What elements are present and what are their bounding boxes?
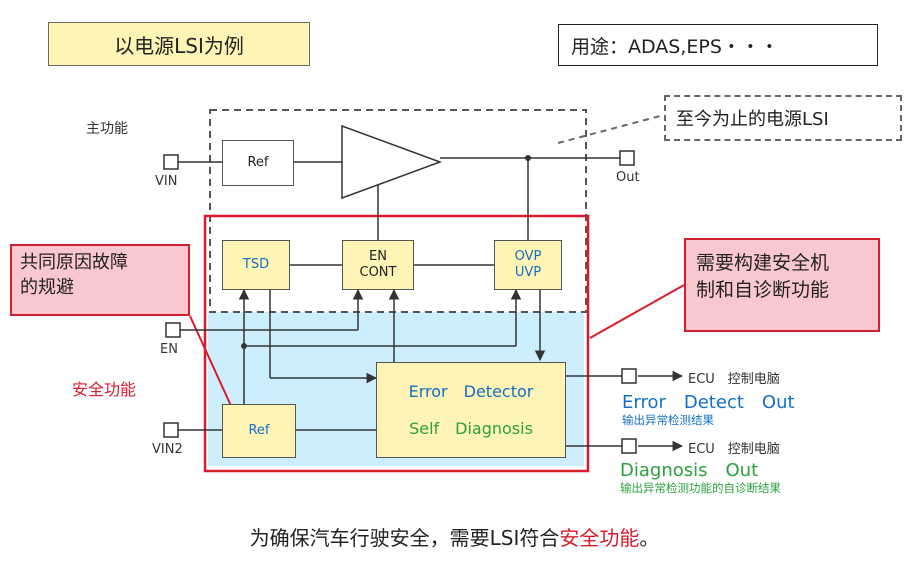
tsd-block: TSD <box>222 240 290 290</box>
ref-top-label: Ref <box>247 154 269 170</box>
vin-label: VIN <box>155 174 178 189</box>
en-cont-label-1: EN <box>369 248 387 264</box>
out-label: Out <box>616 170 640 185</box>
error-detect-out-desc: 输出异常检测结果 <box>622 413 714 427</box>
ovp-label: OVP <box>514 248 542 264</box>
vin2-label: VIN2 <box>152 442 183 457</box>
uvp-label: UVP <box>514 265 542 280</box>
need-line2: 制和自诊断功能 <box>696 278 830 301</box>
vin-pin <box>163 154 179 170</box>
en-cont-label-2: CONT <box>359 265 397 280</box>
current-lsi-leader <box>557 114 665 144</box>
out-pin <box>619 150 635 166</box>
ref-top-block: Ref <box>222 140 294 186</box>
cause-leader <box>189 315 233 409</box>
footer-statement: 为确保汽车行驶安全，需要LSI符合安全功能。 <box>0 522 909 551</box>
error-out-pin <box>621 368 637 384</box>
footer-suffix: 。 <box>639 526 660 550</box>
tsd-label: TSD <box>242 256 270 272</box>
error-detector-label: Error Detector <box>408 381 534 401</box>
amplifier-symbol <box>341 124 443 200</box>
diagnosis-out-label: Diagnosis Out <box>620 460 759 481</box>
en-pin <box>165 322 181 338</box>
diagnosis-out-desc: 输出异常检测功能的自诊断结果 <box>620 481 781 495</box>
en-label: EN <box>160 342 178 357</box>
ecu-label-1: ECU 控制电脑 <box>688 372 780 387</box>
ecu-label-2: ECU 控制电脑 <box>688 442 780 457</box>
self-diagnosis-label: Self Diagnosis <box>409 418 533 438</box>
need-callout: 需要构建安全机 制和自诊断功能 <box>684 238 880 332</box>
need-leader <box>589 284 685 339</box>
ref-bottom-block: Ref <box>222 404 296 458</box>
footer-prefix: 为确保汽车行驶安全，需要LSI符合 <box>249 526 560 550</box>
usage-label: 用途：ADAS,EPS・・・ <box>571 35 779 58</box>
main-function-label: 主功能 <box>86 121 128 137</box>
vin2-pin <box>163 422 179 438</box>
error-detector-block: Error Detector Self Diagnosis <box>376 362 566 458</box>
usage-box: 用途：ADAS,EPS・・・ <box>558 24 878 66</box>
error-detect-out-label: Error Detect Out <box>622 392 795 413</box>
example-title: 以电源LSI为例 <box>114 33 244 58</box>
ref-bottom-label: Ref <box>248 422 270 438</box>
en-cont-block: EN CONT <box>342 240 414 290</box>
need-line1: 需要构建安全机 <box>696 252 830 274</box>
current-lsi-text: 至今为止的电源LSI <box>676 109 829 130</box>
diagnosis-out-pin <box>621 438 637 454</box>
ovp-uvp-block: OVP UVP <box>494 240 562 290</box>
current-lsi-callout: 至今为止的电源LSI <box>664 95 902 141</box>
footer-highlight: 安全功能 <box>559 526 640 550</box>
common-cause-line1: 共同原因故障 <box>20 252 128 273</box>
safety-function-region <box>203 214 590 473</box>
example-title-box: 以电源LSI为例 <box>48 22 310 66</box>
common-cause-callout: 共同原因故障 的规避 <box>10 244 190 316</box>
common-cause-line2: 的规避 <box>20 277 74 299</box>
safety-function-label: 安全功能 <box>72 380 137 399</box>
